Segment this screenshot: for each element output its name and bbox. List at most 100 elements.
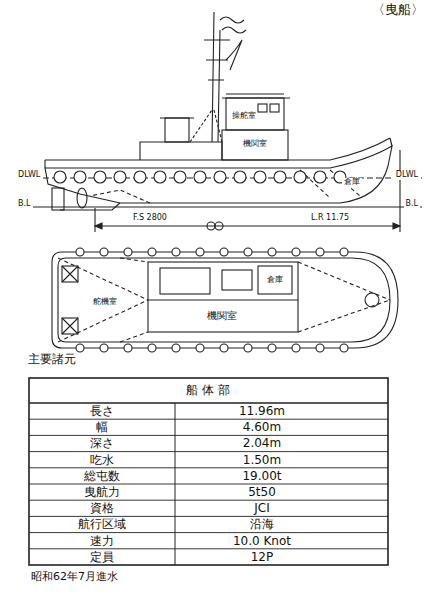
fender [294,171,306,183]
plan-view [52,252,398,348]
fender [268,248,276,256]
bitt [365,293,379,307]
fender [124,344,132,352]
room-name: 機関室 [207,310,237,321]
funnel [165,118,189,142]
radar [226,40,242,70]
room-name: 舵機室 [91,298,119,307]
table-cell: 深さ [90,437,114,450]
deck-outline [52,252,398,348]
fender [254,171,266,183]
room-name: 操舵室 [232,112,256,121]
fender [100,248,108,256]
skeg [60,203,120,210]
fender [54,171,66,183]
waterline-label: DLWL [16,171,42,180]
table-rule [29,500,388,501]
table-header: 船 体 部 [186,384,230,397]
fender [196,344,204,352]
fender [76,248,84,256]
baseline-label: B.L [16,200,33,209]
mast [212,12,220,142]
deckhouse [140,142,222,160]
flag [220,17,246,33]
table-cell: 吃水 [90,454,114,467]
fender [244,248,252,256]
table-rule [29,516,388,517]
fender [340,248,348,256]
fender [172,344,180,352]
table-cell: 19.00t [242,470,281,483]
propeller [77,188,87,208]
fender [74,171,86,183]
fender [114,171,126,183]
dimension: L.R 11.75 [309,214,351,223]
fender [172,248,180,256]
fender [220,248,228,256]
table-cell: 定員 [90,551,114,564]
table-cell: 長さ [90,405,114,418]
fender [148,344,156,352]
table-cell: 速力 [90,535,114,548]
fender [268,344,276,352]
fender [316,344,324,352]
table-cell: 曳航力 [84,486,120,499]
table-heading: 主要諸元 [28,353,76,366]
table-cell: 2.04m [243,437,281,450]
title: 〈曳船〉 [372,3,424,17]
fender [134,171,146,183]
baseline-label: B.L [404,200,421,209]
hull [45,146,392,203]
table-cell: 1.50m [243,454,281,467]
fender [220,344,228,352]
fender [214,171,226,183]
fender [76,344,84,352]
fender [292,344,300,352]
particulars-table [29,378,388,565]
table-rule [29,467,388,468]
table-cell: 12P [251,551,274,564]
table-rule [29,451,388,452]
table-rule [29,419,388,420]
fender [94,171,106,183]
fender [100,344,108,352]
baseline [16,206,422,207]
hatch [62,266,78,282]
deckhouse-plan [148,262,298,332]
table-cell: 幅 [96,421,108,434]
table-cell: 10.0 Knot [233,535,291,548]
fender [174,171,186,183]
table-cell: JCI [254,502,269,515]
note: 昭和62年7月進水 [31,571,118,583]
wheelhouse [226,98,284,130]
table-rule [29,532,388,533]
fender [196,248,204,256]
fender [194,171,206,183]
engine-casing [222,130,288,160]
fender [244,344,252,352]
room-name: 機関室 [243,140,267,149]
side-elevation [16,12,422,232]
table-rules [29,419,388,549]
rudder [52,188,64,210]
fender [124,248,132,256]
fender [274,171,286,183]
table-cell: 資格 [90,502,114,515]
hatch [62,318,78,334]
table-rule [29,548,388,549]
table-rule [29,484,388,485]
room-name: 倉庫 [342,178,362,187]
fender [148,248,156,256]
room-name: 倉庫 [267,276,283,285]
waterline-label: DLWL [394,171,420,180]
dimension-line [95,225,400,226]
fender [314,171,326,183]
dimension: F.S 2800 [131,214,169,223]
table-cell: 4.60m [243,421,281,434]
fenders [54,171,348,352]
table-cell: 11.96m [239,405,285,418]
table-cell: 5t50 [248,486,276,499]
fender [340,344,348,352]
